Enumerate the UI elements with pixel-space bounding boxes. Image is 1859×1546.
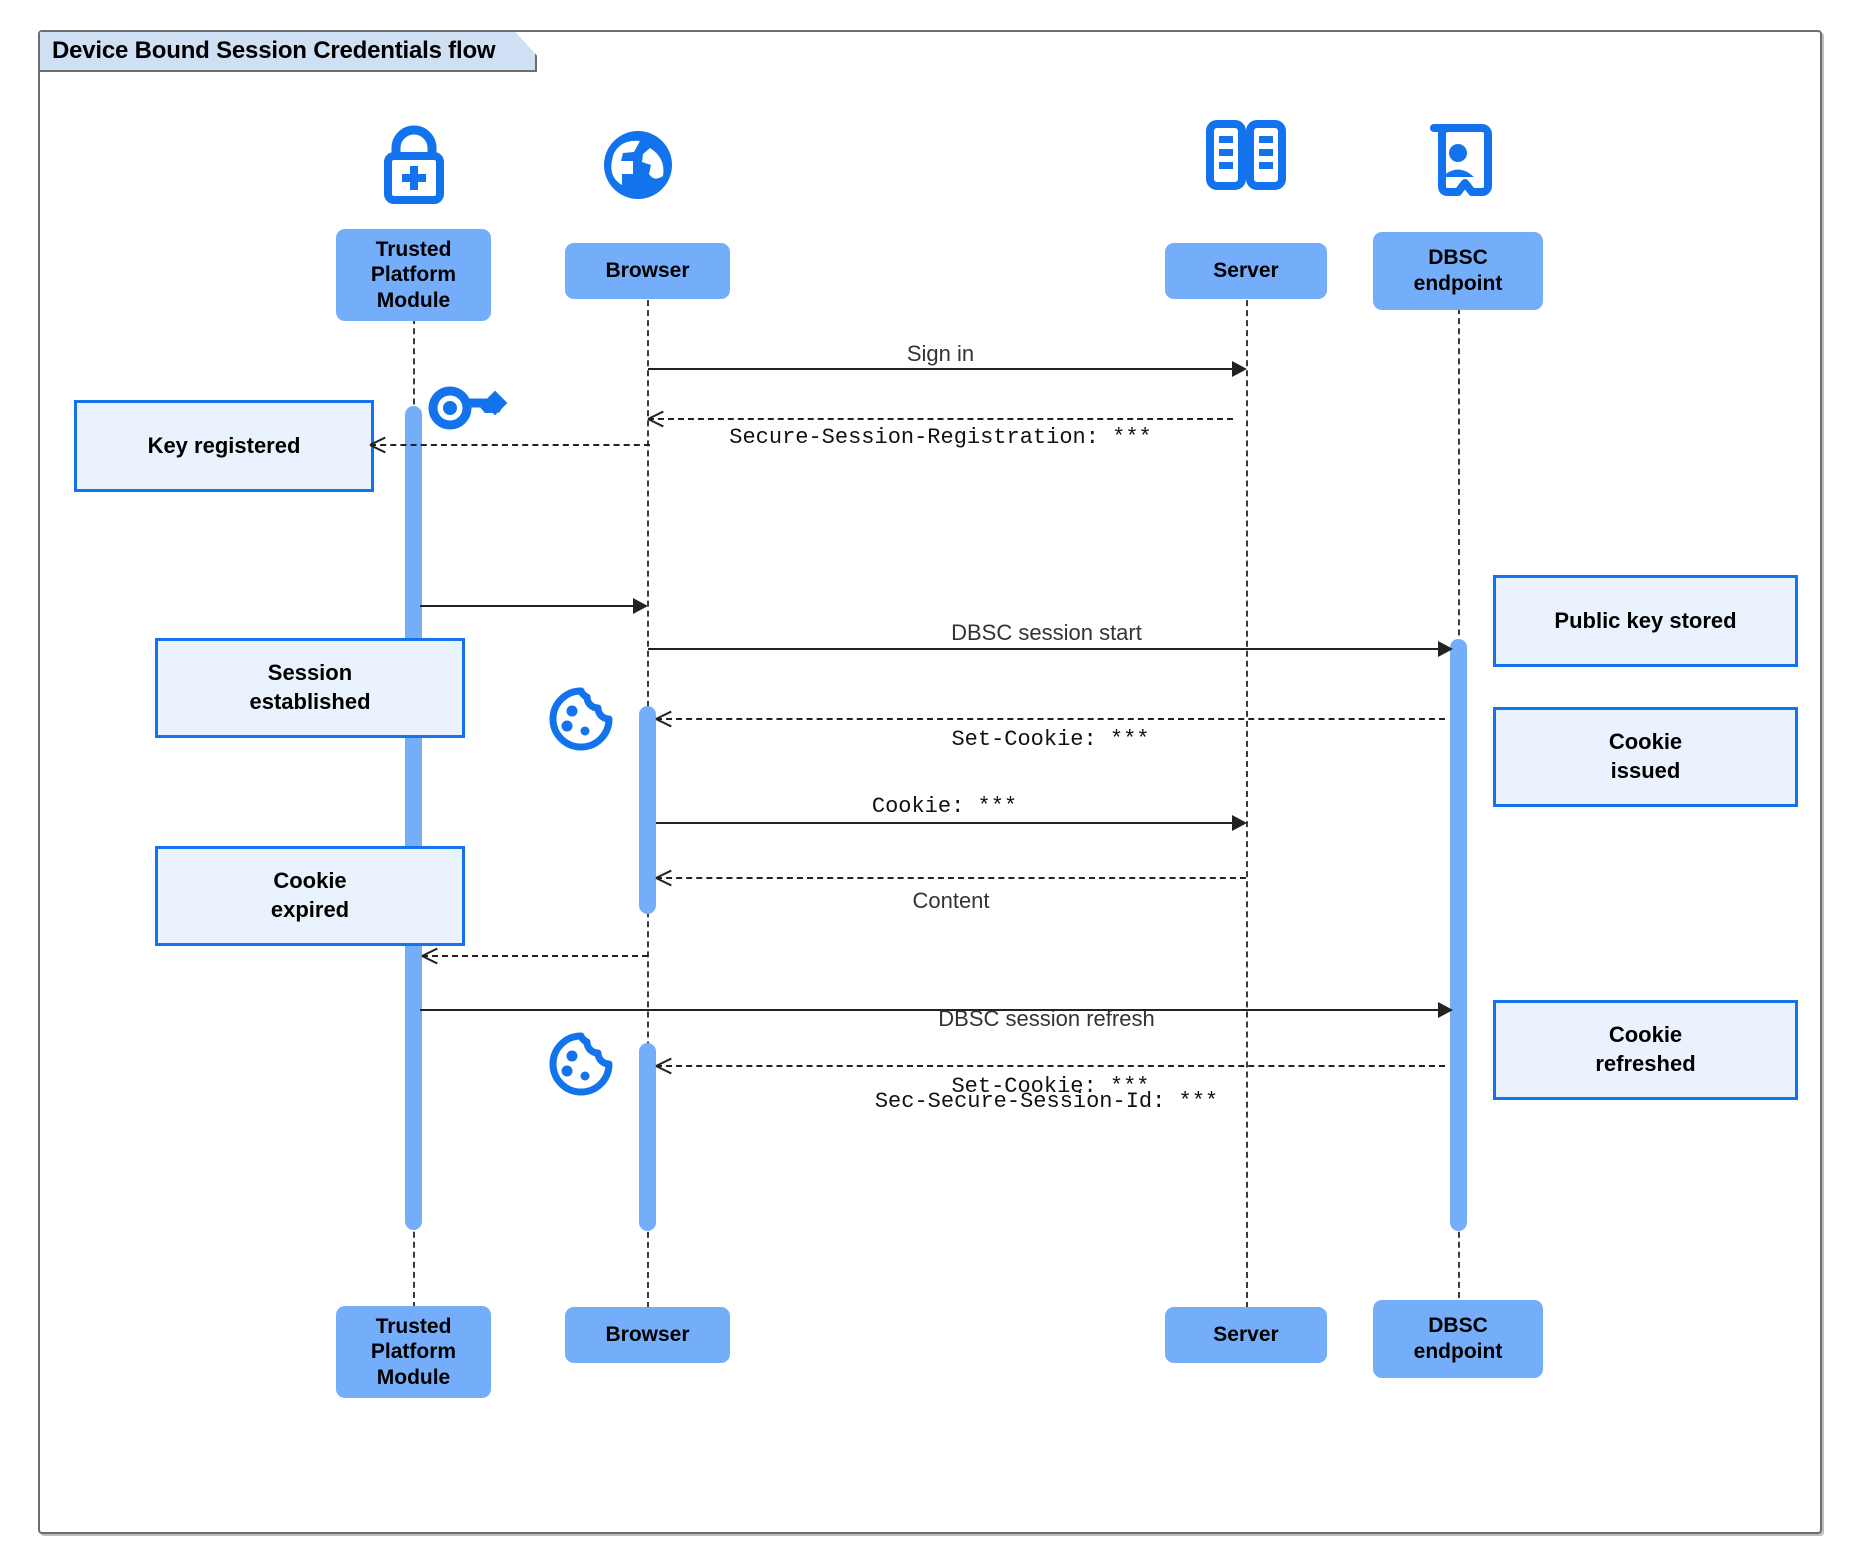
participant-label: Trusted Platform Module: [370, 237, 457, 312]
globe-icon: [592, 122, 684, 208]
cookie-icon: [545, 685, 617, 753]
page-title: Device Bound Session Credentials flow: [52, 37, 496, 64]
key-icon: [424, 380, 508, 436]
activation-bar-browser-2: [639, 1043, 656, 1231]
message-label-line-2: Sec-Secure-Session-Id: ***: [874, 1088, 1219, 1114]
padlock-plus-icon: [370, 124, 458, 204]
activation-bar-dbsc: [1450, 639, 1467, 1231]
lifeline-server: [1246, 250, 1248, 1308]
message-label-set-cookie-2: Set-Cookie: ***: [951, 1074, 1150, 1099]
message-label-set-cookie-1: Set-Cookie: ***: [951, 727, 1150, 752]
participant-label: Browser: [605, 259, 690, 283]
message-line-set-cookie-2: [656, 1065, 1445, 1067]
message-label-secure-session-registration: Secure-Session-Registration: ***: [729, 425, 1152, 450]
message-line-content: [656, 877, 1246, 879]
note-key-registered: Key registered: [74, 400, 374, 492]
note-cookie-refreshed: Cookie refreshed: [1493, 1000, 1798, 1100]
activation-bar-tpm: [405, 406, 422, 1230]
message-label-sign-in: Sign in: [906, 341, 975, 366]
participant-dbsc-top[interactable]: DBSC endpoint: [1373, 232, 1543, 310]
note-text: Cookie expired: [270, 868, 350, 922]
message-line-dbsc-session-start: [648, 648, 1445, 650]
note-text: Session established: [249, 660, 371, 714]
participant-server-top[interactable]: Server: [1165, 243, 1327, 299]
message-line-dbsc-session-refresh: [420, 1009, 1445, 1011]
participant-server-bottom[interactable]: Server: [1165, 1307, 1327, 1363]
message-line-register-key-to-tpm: [370, 444, 650, 446]
note-session-established: Session established: [155, 638, 465, 738]
cookie-icon: [545, 1030, 617, 1098]
message-line-sign-in: [648, 368, 1233, 370]
note-text: Key registered: [147, 432, 301, 458]
message-label-line-1: DBSC session refresh: [938, 1006, 1155, 1031]
message-label-dbsc-session-start: DBSC session start: [951, 620, 1142, 645]
arrowhead-dbsc-session-start: [1438, 641, 1453, 657]
arrowhead-tpm-to-browser: [633, 598, 648, 614]
id-badge-icon: [1420, 122, 1496, 204]
message-line-secure-session-registration: [648, 418, 1233, 420]
diagram-title-tab: Device Bound Session Credentials flow: [40, 32, 537, 72]
note-public-key-stored: Public key stored: [1493, 575, 1798, 667]
participant-browser-bottom[interactable]: Browser: [565, 1307, 730, 1363]
diagram-frame: [38, 30, 1822, 1534]
message-label-content: Content: [912, 888, 990, 913]
participant-label: Server: [1213, 1323, 1279, 1347]
arrowhead-sign-in: [1232, 361, 1247, 377]
participant-browser-top[interactable]: Browser: [565, 243, 730, 299]
participant-label: Browser: [605, 1323, 690, 1347]
note-text: Cookie issued: [1608, 729, 1683, 783]
participant-dbsc-bottom[interactable]: DBSC endpoint: [1373, 1300, 1543, 1378]
arrowhead-dbsc-session-refresh: [1438, 1002, 1453, 1018]
participant-tpm-top[interactable]: Trusted Platform Module: [336, 229, 491, 321]
message-label-cookie-request: Cookie: ***: [871, 794, 1018, 819]
note-text: Cookie refreshed: [1595, 1022, 1696, 1076]
arrowhead-cookie-request: [1232, 815, 1247, 831]
participant-tpm-bottom[interactable]: Trusted Platform Module: [336, 1306, 491, 1398]
participant-label: Trusted Platform Module: [370, 1314, 457, 1389]
note-cookie-issued: Cookie issued: [1493, 707, 1798, 807]
message-line-browser-to-tpm: [422, 955, 648, 957]
note-cookie-expired: Cookie expired: [155, 846, 465, 946]
message-line-cookie-request: [656, 822, 1233, 824]
participant-label: DBSC endpoint: [1413, 246, 1503, 295]
server-rack-icon: [1200, 118, 1292, 202]
message-label-dbsc-session-refresh: DBSC session refresh Sec-Secure-Session-…: [648, 950, 1445, 1170]
message-line-set-cookie-1: [656, 718, 1445, 720]
participant-label: DBSC endpoint: [1413, 1314, 1503, 1363]
note-text: Public key stored: [1554, 607, 1737, 633]
message-line-tpm-to-browser: [420, 605, 636, 607]
participant-label: Server: [1213, 259, 1279, 283]
activation-bar-browser-1: [639, 706, 656, 914]
